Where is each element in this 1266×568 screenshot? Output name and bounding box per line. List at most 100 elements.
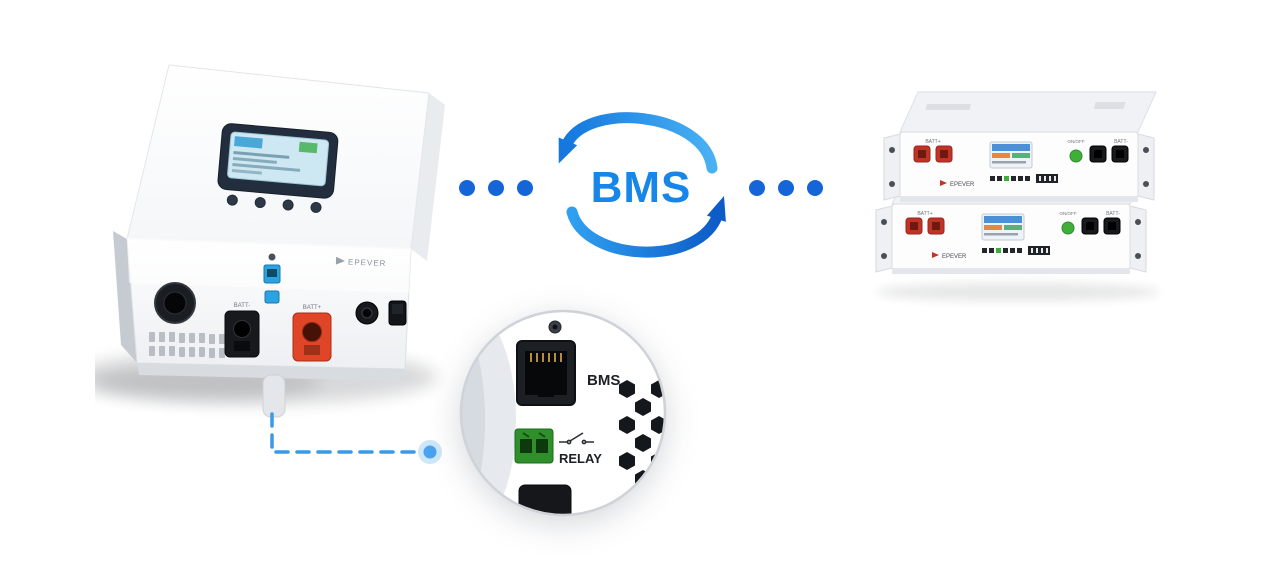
bms-comm-port-blue (263, 264, 281, 304)
terminal-hole (1094, 150, 1102, 158)
power-button-label: ON/OFF (1068, 139, 1085, 144)
lcd-button (310, 201, 322, 213)
power-button (1061, 221, 1075, 235)
battery-pos-label: BATT+ (917, 211, 932, 217)
led-indicators (990, 176, 1030, 181)
battery-stack-illustration: BATT+ EPEVER (875, 91, 1160, 301)
battery-bottom-lip (900, 196, 1138, 202)
screw-icon (268, 253, 276, 261)
relay-hole (536, 439, 548, 453)
connection-dots-left (459, 180, 533, 196)
rj45-pins (530, 353, 562, 362)
battery-pos-label: BATT+ (925, 139, 940, 145)
top-face-print (1093, 102, 1126, 109)
ear-hole-icon (881, 219, 887, 225)
rj45-latch-slot (538, 389, 554, 397)
terminal-hole (918, 150, 926, 158)
ear-hole-icon (881, 253, 887, 259)
battery-positive-terminal: BATT+ (292, 305, 332, 362)
battery-brand-text: EPEVER (942, 254, 967, 260)
battery-unit-top: BATT+ EPEVER (883, 91, 1157, 202)
lcd-graphic (298, 141, 318, 154)
relay-terminal-block (514, 428, 554, 464)
lcd-line (232, 162, 301, 172)
terminal-hole (932, 222, 940, 230)
cycle-arrow-bottom (566, 195, 726, 258)
ac-connector (154, 282, 196, 324)
bms-center-label: BMS (591, 163, 692, 212)
lcd-line (231, 168, 262, 175)
ear-hole-icon (1143, 181, 1149, 187)
batt-neg-label: BATT- (234, 303, 251, 309)
ear-hole-icon (889, 147, 895, 153)
lcd-button (282, 199, 294, 211)
lcd-button (254, 197, 266, 209)
relay-switch-symbol-icon (559, 432, 594, 445)
edge-highlight (126, 238, 412, 250)
battery-shadow (876, 283, 1160, 301)
terminal-hole (1086, 222, 1094, 230)
connection-dots-right (749, 180, 823, 196)
bms-port-label: BMS (587, 372, 620, 389)
battery-neg-label: BATT- (1106, 211, 1120, 217)
inverter-base (137, 363, 405, 381)
bms-link-graphic: BMS (459, 112, 823, 258)
rack-ear-left (875, 205, 893, 273)
battery-brand-text: EPEVER (950, 182, 975, 188)
rack-ear-right (1137, 133, 1155, 201)
battery-negative-terminal: BATT- (224, 303, 260, 358)
led-indicators (982, 248, 1022, 253)
magnifier-border (459, 309, 667, 517)
brand-chevron-icon (932, 252, 939, 258)
rack-ear-left (883, 133, 901, 201)
relay-hole (520, 439, 532, 453)
callout-dot (423, 445, 437, 459)
power-rocker-switch (388, 300, 407, 326)
dip-switches (1036, 174, 1058, 183)
power-button-label: ON/OFF (1060, 211, 1077, 216)
terminal-hole (910, 222, 918, 230)
inverter-illustration: EPEVER (95, 64, 445, 418)
brand-chevron-icon (940, 180, 947, 186)
inverter-right-side (411, 93, 445, 261)
lcd-line (232, 157, 277, 164)
ear-hole-icon (1143, 147, 1149, 153)
dip-switches (1028, 246, 1050, 255)
inverter-lcd (217, 123, 339, 213)
battery-top-face (899, 91, 1157, 133)
cycle-arrow-top (558, 112, 718, 174)
port-detail-magnifier: BMS RELAY (459, 309, 667, 517)
panel-shading (461, 311, 485, 515)
brand-chevron-icon (335, 256, 345, 265)
lcd-line (233, 151, 290, 159)
relay-label: RELAY (559, 451, 602, 466)
panel-shading (461, 311, 516, 515)
vent-grille (149, 332, 225, 358)
battery-bottom-lip (892, 268, 1130, 274)
lcd-graphic (234, 136, 263, 149)
inverter-brand-logo: EPEVER (335, 256, 387, 268)
terminal-hole (940, 150, 948, 158)
terminal-hole (1108, 222, 1116, 230)
aux-round-connector (355, 301, 379, 325)
rack-ear-right (1129, 205, 1147, 273)
screw-icon (548, 320, 562, 334)
ear-hole-icon (1135, 219, 1141, 225)
battery-brand-logo: EPEVER (940, 180, 975, 188)
inverter-ports: BATT- BATT+ (149, 253, 407, 418)
inverter-left-side (113, 231, 137, 363)
inverter-brand-text: EPEVER (348, 258, 387, 268)
ear-hole-icon (1135, 253, 1141, 259)
relay-screw (522, 432, 530, 438)
batt-pos-label: BATT+ (303, 305, 322, 311)
battery-neg-label: BATT- (1114, 139, 1128, 145)
ear-hole-icon (889, 181, 895, 187)
terminal-hole (1116, 150, 1124, 158)
battery-display (989, 141, 1033, 169)
top-face-print (925, 104, 972, 110)
bms-rj45-port (516, 340, 576, 406)
battery-display (981, 213, 1025, 241)
lcd-button (226, 194, 238, 206)
relay-screw (538, 432, 546, 438)
